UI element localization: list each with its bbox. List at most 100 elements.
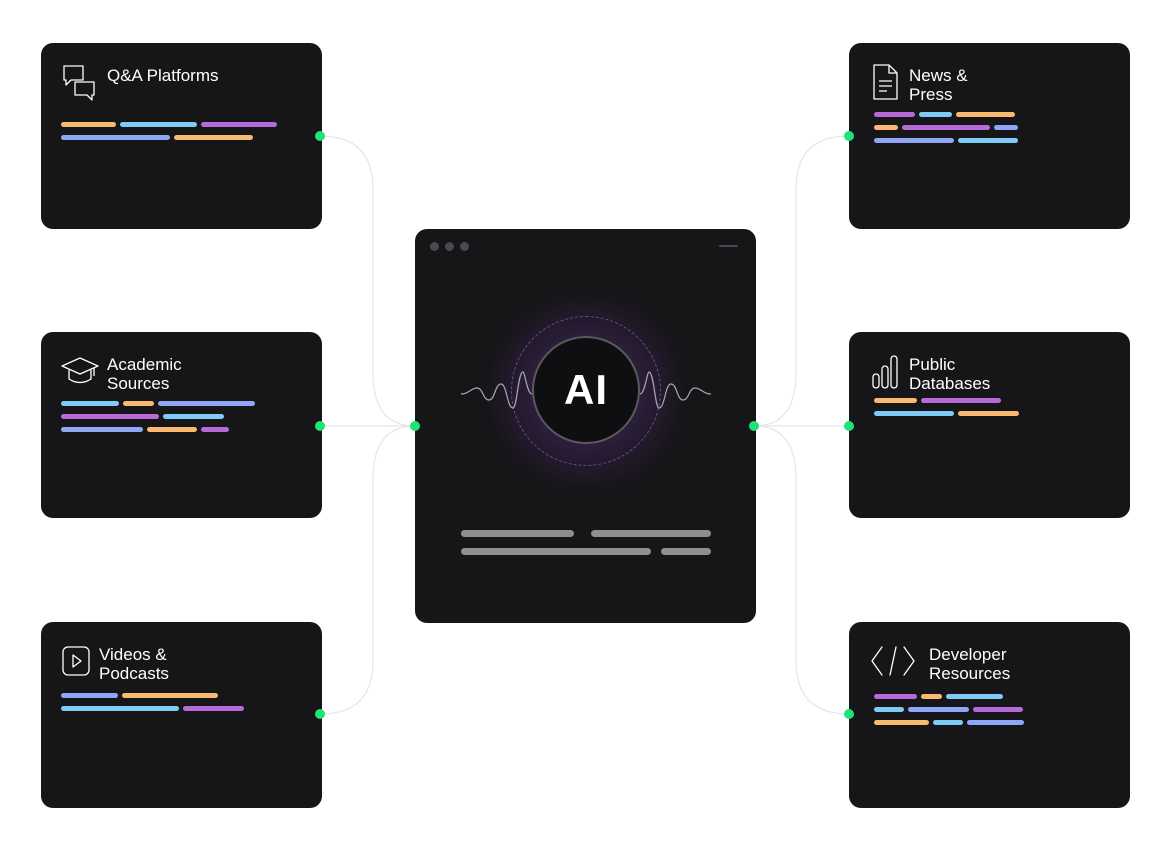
graduation-cap-icon: [61, 352, 99, 390]
content-bar: [123, 401, 154, 406]
content-bar: [874, 707, 904, 712]
sound-wave-icon: [461, 371, 711, 409]
content-bar: [994, 125, 1018, 130]
connector-developer: [753, 425, 850, 715]
content-bars: [61, 122, 281, 148]
content-bars: [61, 693, 248, 719]
bar-row: [61, 401, 259, 406]
content-bar: [921, 398, 1001, 403]
connector-node: [315, 131, 325, 141]
minimize-icon: [719, 245, 738, 247]
connector-videos: [319, 425, 416, 715]
content-bar: [874, 411, 954, 416]
window-dot: [445, 242, 454, 251]
source-card-news-press: News & Press: [849, 43, 1130, 229]
output-bar: [461, 530, 574, 537]
source-card-academic-sources: Academic Sources: [41, 332, 322, 518]
content-bar: [61, 135, 170, 140]
connector-node: [844, 421, 854, 431]
content-bar: [946, 694, 1003, 699]
output-bar: [661, 548, 711, 555]
card-title: Public Databases: [909, 355, 991, 393]
content-bar: [874, 138, 954, 143]
connector-news: [753, 135, 850, 427]
bar-row: [61, 706, 248, 711]
play-button-icon: [61, 642, 99, 680]
content-bar: [158, 401, 255, 406]
content-bars: [61, 401, 259, 440]
dashed-ring: [511, 316, 661, 466]
bar-row: [874, 720, 1028, 725]
bar-chart-icon: [869, 352, 907, 390]
ai-label: AI: [564, 366, 608, 413]
content-bar: [174, 135, 253, 140]
bar-row: [874, 138, 1022, 143]
source-card-videos-podcasts: Videos & Podcasts: [41, 622, 322, 808]
content-bar: [958, 138, 1018, 143]
content-bar: [61, 401, 119, 406]
content-bar: [147, 427, 197, 432]
content-bar: [919, 112, 952, 117]
content-bar: [933, 720, 963, 725]
bar-row: [61, 414, 259, 419]
card-title: Q&A Platforms: [107, 66, 219, 85]
bar-row: [61, 135, 281, 140]
code-brackets-icon: [869, 642, 917, 680]
content-bar: [874, 398, 917, 403]
bar-row: [61, 122, 281, 127]
connector-node: [844, 709, 854, 719]
content-bar: [61, 414, 159, 419]
content-bar: [61, 122, 116, 127]
content-bar: [122, 693, 218, 698]
ai-window: AI: [415, 229, 756, 623]
output-bar: [591, 530, 711, 537]
document-icon: [869, 63, 907, 101]
card-title: Developer Resources: [929, 645, 1011, 683]
content-bar: [183, 706, 244, 711]
card-title: Videos & Podcasts: [99, 645, 169, 683]
connector-node: [844, 131, 854, 141]
content-bar: [902, 125, 990, 130]
content-bar: [921, 694, 942, 699]
content-bar: [973, 707, 1023, 712]
source-card-developer-resources: Developer Resources: [849, 622, 1130, 808]
content-bar: [61, 706, 179, 711]
card-title: Academic Sources: [107, 355, 182, 393]
bar-row: [874, 707, 1028, 712]
bar-row: [874, 398, 1023, 403]
content-bar: [61, 693, 118, 698]
content-bar: [956, 112, 1015, 117]
output-bar: [461, 548, 651, 555]
content-bar: [201, 427, 229, 432]
content-bars: [874, 398, 1023, 424]
connector-node: [315, 421, 325, 431]
content-bar: [61, 427, 143, 432]
content-bar: [874, 125, 898, 130]
content-bar: [201, 122, 277, 127]
connector-node: [410, 421, 420, 431]
card-title: News & Press: [909, 66, 968, 104]
content-bar: [120, 122, 197, 127]
bar-row: [874, 694, 1028, 699]
bar-row: [874, 112, 1022, 117]
content-bars: [874, 112, 1022, 151]
bar-row: [874, 411, 1023, 416]
connector-qa: [319, 135, 416, 427]
source-card-qa-platforms: Q&A Platforms: [41, 43, 322, 229]
bar-row: [61, 693, 248, 698]
bar-row: [874, 125, 1022, 130]
source-card-public-databases: Public Databases: [849, 332, 1130, 518]
ai-core: AI: [532, 336, 640, 444]
content-bar: [874, 112, 915, 117]
content-bar: [908, 707, 969, 712]
window-dot: [460, 242, 469, 251]
chat-bubbles-icon: [61, 63, 99, 101]
content-bar: [967, 720, 1024, 725]
bar-row: [61, 427, 259, 432]
content-bar: [874, 720, 929, 725]
content-bar: [163, 414, 224, 419]
content-bar: [958, 411, 1019, 416]
content-bars: [874, 694, 1028, 733]
connector-node: [749, 421, 759, 431]
